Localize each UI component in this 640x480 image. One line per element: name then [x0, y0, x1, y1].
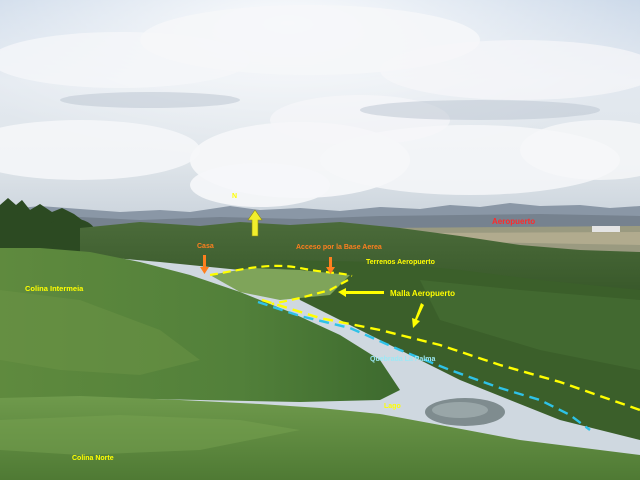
colina-intermedia-label: Colina Intermeia	[25, 284, 84, 293]
acceso-label: Acceso por la Base Aerea	[296, 244, 382, 251]
acceso-arrow-icon	[326, 257, 335, 274]
north-label: N	[232, 193, 238, 200]
stream-line	[257, 300, 591, 431]
quebrada-label: Quebrada La Palma	[370, 356, 436, 363]
lago-label: Lago	[384, 403, 401, 410]
casa-label: Casa	[197, 243, 214, 250]
tree-line	[0, 198, 95, 255]
terrenos-label: Terrenos Aeropuerto	[366, 259, 435, 266]
pasture	[210, 268, 350, 300]
clouds	[0, 5, 640, 207]
property-boundary-line	[209, 264, 353, 278]
north-arrow-icon	[247, 209, 263, 237]
airport-fence-line	[261, 298, 640, 412]
annotation-lines	[209, 264, 640, 431]
casa-arrow-icon	[200, 255, 209, 274]
access-line	[271, 279, 349, 306]
aeropuerto-label: Aeropuerto	[492, 217, 536, 226]
malla-arrow-icon	[338, 288, 384, 297]
fence-arrow-icon	[412, 303, 424, 328]
malla-label: Malla Aeropuerto	[390, 289, 456, 298]
colina-norte	[0, 396, 640, 480]
colina-norte-label: Colina Norte	[72, 455, 114, 462]
airport-building	[592, 226, 620, 232]
